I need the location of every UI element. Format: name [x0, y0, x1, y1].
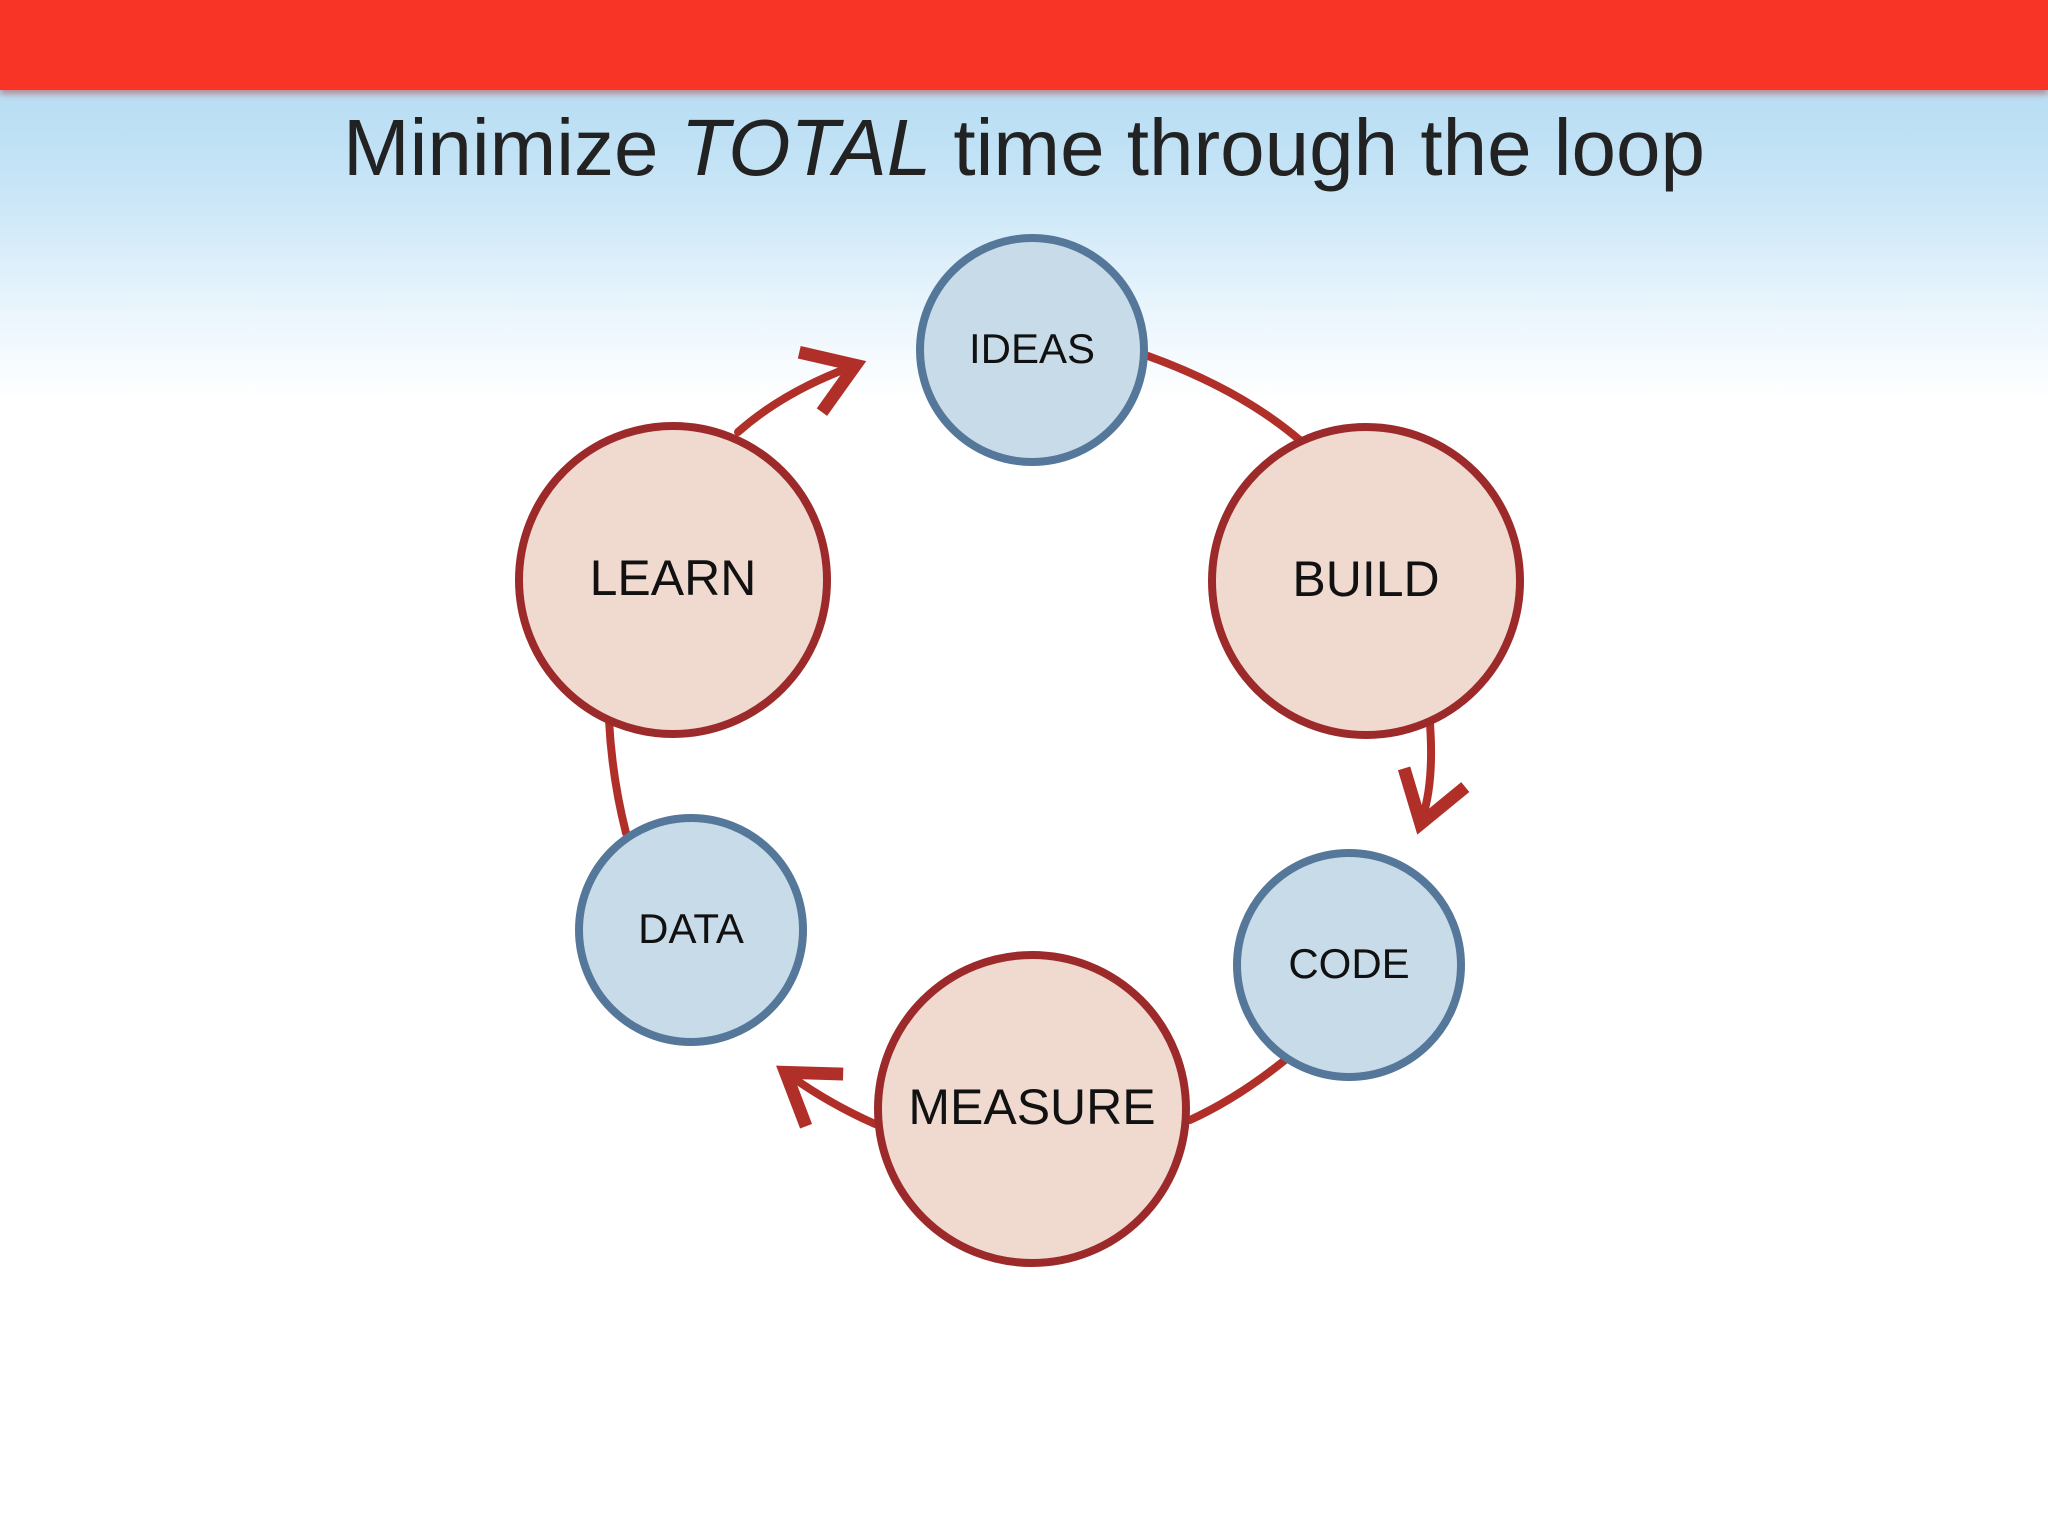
- title-prefix: Minimize: [342, 103, 681, 192]
- node-ideas: IDEAS: [916, 234, 1148, 466]
- node-build-circle: [1208, 423, 1524, 739]
- node-code: CODE: [1233, 849, 1465, 1081]
- node-learn-circle: [515, 422, 831, 738]
- node-measure-circle: [874, 951, 1190, 1267]
- node-ideas-circle: [916, 234, 1148, 466]
- slide-title: Minimize TOTAL time through the loop: [0, 100, 2048, 196]
- node-build: BUILD: [1208, 423, 1524, 739]
- node-learn-label: LEARN: [590, 550, 757, 606]
- node-build-label: BUILD: [1292, 551, 1439, 607]
- arrow-measure-to-data: [776, 1065, 879, 1129]
- node-code-circle: [1233, 849, 1465, 1081]
- node-measure-label: MEASURE: [908, 1079, 1155, 1135]
- node-measure: MEASURE: [874, 951, 1190, 1267]
- node-data: DATA: [575, 814, 807, 1046]
- node-data-label: DATA: [638, 905, 744, 952]
- node-ideas-label: IDEAS: [969, 325, 1095, 372]
- arrow-build-to-code: [1397, 720, 1470, 835]
- top-accent-bar: [0, 0, 2048, 90]
- node-data-circle: [575, 814, 807, 1046]
- arrow-learn-to-ideas: [734, 346, 867, 436]
- node-learn: LEARN: [515, 422, 831, 738]
- connector-data-to-learn: [605, 716, 630, 837]
- node-code-label: CODE: [1288, 940, 1409, 987]
- connector-code-to-measure: [1186, 1056, 1289, 1124]
- title-suffix: time through the loop: [931, 103, 1706, 192]
- connector-ideas-to-build: [1144, 352, 1306, 446]
- title-emphasis: TOTAL: [680, 103, 932, 192]
